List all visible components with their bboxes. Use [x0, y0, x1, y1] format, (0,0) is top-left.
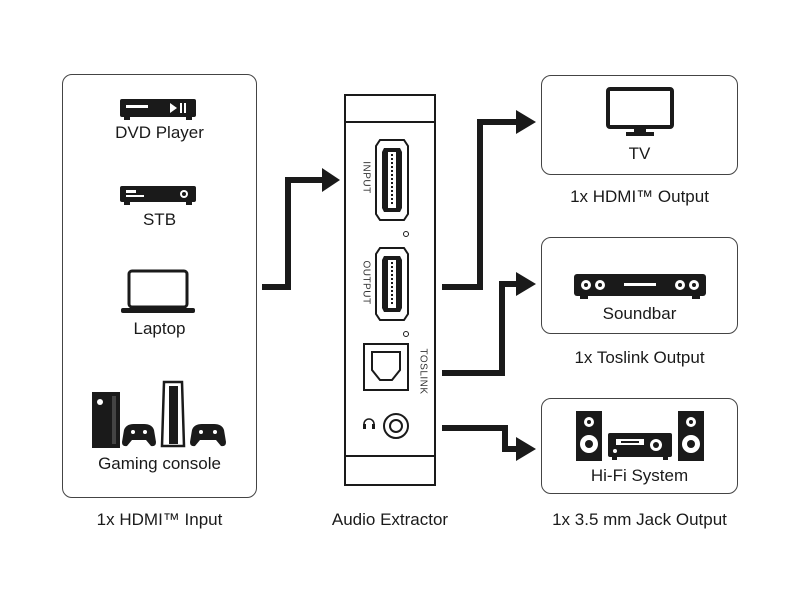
output-caption-tv: 1x HDMI™ Output — [570, 187, 709, 206]
dvd-player-icon — [120, 99, 196, 120]
toslink-port — [363, 343, 409, 391]
output-label-hifi: Hi-Fi System — [590, 466, 689, 485]
tv-icon — [606, 87, 674, 136]
tv-arrow — [442, 119, 520, 290]
audio-jack-port — [363, 413, 409, 439]
port-label-output: OUTPUT — [360, 260, 372, 305]
device-label-laptop: Laptop — [133, 319, 186, 338]
hdmi-input-port — [375, 139, 409, 221]
set-top-box-icon — [120, 186, 196, 205]
soundbar-arrow — [442, 281, 520, 376]
extractor-caption: Audio Extractor — [331, 510, 449, 529]
input-arrow — [262, 177, 326, 290]
output-caption-hifi: 1x 3.5 mm Jack Output — [552, 510, 727, 529]
device-label-dvd-player: DVD Player — [115, 123, 204, 142]
device-label-gaming-console: Gaming console — [98, 454, 221, 473]
hdmi-output-port — [375, 247, 409, 321]
hifi-arrow — [442, 425, 520, 452]
output-caption-soundbar: 1x Toslink Output — [574, 348, 705, 367]
gaming-console-icon — [92, 380, 226, 448]
output-label-tv: TV — [628, 144, 651, 163]
port-label-input: INPUT — [360, 161, 372, 194]
laptop-icon — [121, 269, 195, 313]
device-label-stb: STB — [142, 210, 177, 229]
output-label-soundbar: Soundbar — [602, 304, 677, 323]
audio-extractor-device — [344, 94, 436, 486]
port-label-toslink: TOSLINK — [417, 348, 429, 395]
hifi-system-icon — [576, 411, 704, 461]
input-caption: 1x HDMI™ Input — [96, 510, 223, 529]
soundbar-icon — [574, 274, 706, 299]
